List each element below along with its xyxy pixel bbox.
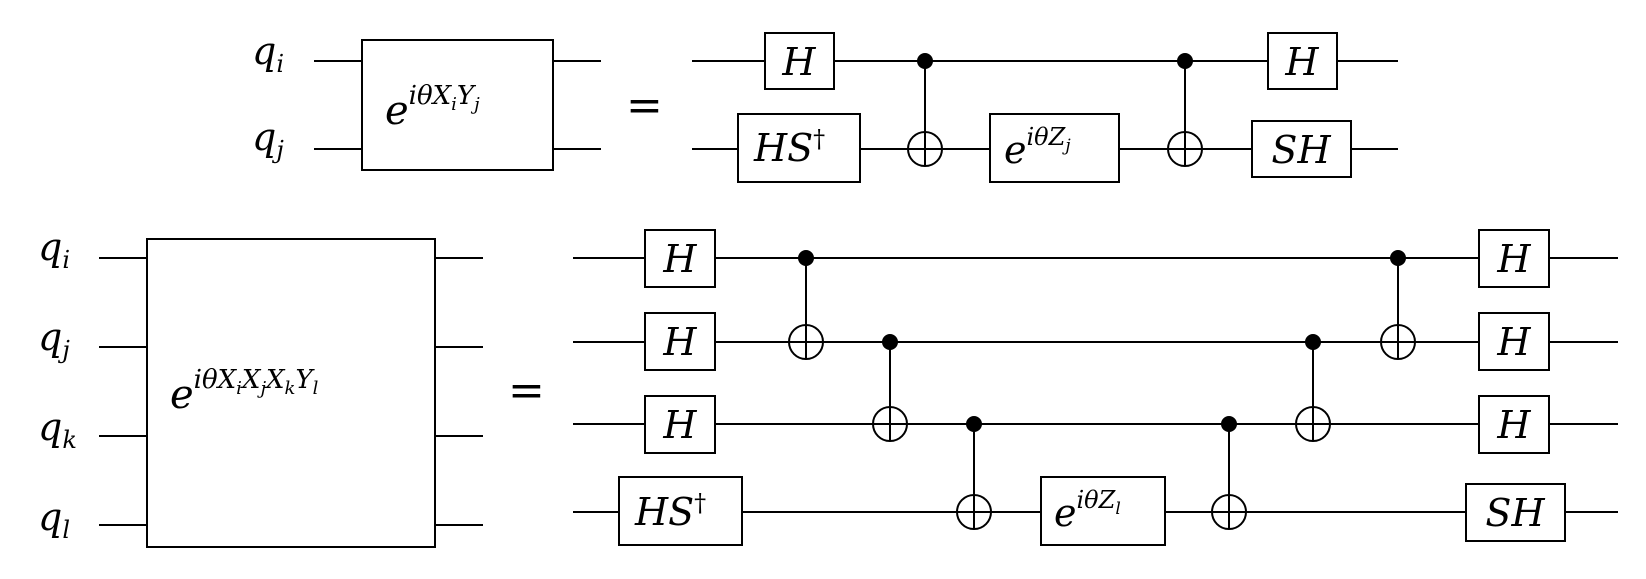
gate-rot-bottom — [1040, 476, 1166, 546]
cnot-bottom-1-control — [798, 250, 814, 266]
gate-h-bottom-5 — [1478, 312, 1550, 371]
equals-sign-top: = — [626, 80, 663, 131]
cnot-bottom-6-control — [1390, 250, 1406, 266]
cnot-top-1-control — [917, 53, 933, 69]
gate-h-top-2 — [1267, 32, 1338, 90]
gate-h-bottom-1 — [644, 229, 716, 288]
gate-rot-top-label: eiθZj — [1004, 123, 1071, 172]
gate-sh-bottom — [1465, 483, 1566, 542]
gate-h-bottom-6 — [1478, 395, 1550, 454]
cnot-top-2-control — [1177, 53, 1193, 69]
gate-sh-top-label: SH — [1271, 128, 1331, 172]
gate-h-bottom-2 — [644, 312, 716, 371]
label-qi-top: qi — [252, 29, 284, 78]
gate-sh-bottom-label: SH — [1485, 491, 1545, 535]
gate-hsdag-top — [737, 113, 861, 183]
cnot-bottom-4-control — [1221, 416, 1237, 432]
gate-h-top-1 — [764, 32, 835, 90]
cnot-bottom-5-control — [1305, 334, 1321, 350]
gate-h-bottom-3 — [644, 395, 716, 454]
gate-h-bottom-4-label: H — [1496, 237, 1531, 281]
big-gate-top-label: eiθXiYj — [385, 81, 480, 134]
gate-h-bottom-6-label: H — [1496, 403, 1531, 447]
gate-hsdag-top-label: HS† — [753, 125, 825, 170]
gate-h-top-2-label: H — [1284, 40, 1319, 84]
label-qj-top: qj — [252, 115, 284, 164]
gate-h-bottom-3-label: H — [662, 403, 697, 447]
gate-hsdag-bottom-label: HS† — [634, 489, 706, 534]
gate-h-bottom-1-label: H — [662, 237, 697, 281]
label-qi-bottom: qi — [38, 225, 70, 274]
gate-h-bottom-4 — [1478, 229, 1550, 288]
cnot-bottom-3-control — [966, 416, 982, 432]
gate-h-top-1-label: H — [781, 40, 816, 84]
big-gate-bottom — [146, 238, 436, 548]
label-qk-bottom: qk — [38, 405, 77, 454]
label-qj-bottom: qj — [38, 315, 70, 364]
gate-rot-top — [989, 113, 1120, 183]
cnot-bottom-2-control — [882, 334, 898, 350]
equals-sign-bottom: = — [508, 365, 545, 416]
label-ql-bottom: ql — [38, 495, 70, 544]
big-gate-top — [361, 39, 554, 171]
bottom-circuit: qi qj qk ql eiθXiXjXkYl = H H H HS† — [38, 225, 1618, 548]
big-gate-bottom-label: eiθXiXjXkYl — [170, 365, 319, 418]
gate-rot-bottom-label: eiθZl — [1054, 486, 1121, 535]
gate-hsdag-bottom — [618, 476, 743, 546]
gate-sh-top — [1251, 120, 1352, 178]
gate-h-bottom-2-label: H — [662, 320, 697, 364]
top-circuit: qi qj eiθXiYj = H HS† eiθZj — [252, 29, 1398, 183]
gate-h-bottom-5-label: H — [1496, 320, 1531, 364]
